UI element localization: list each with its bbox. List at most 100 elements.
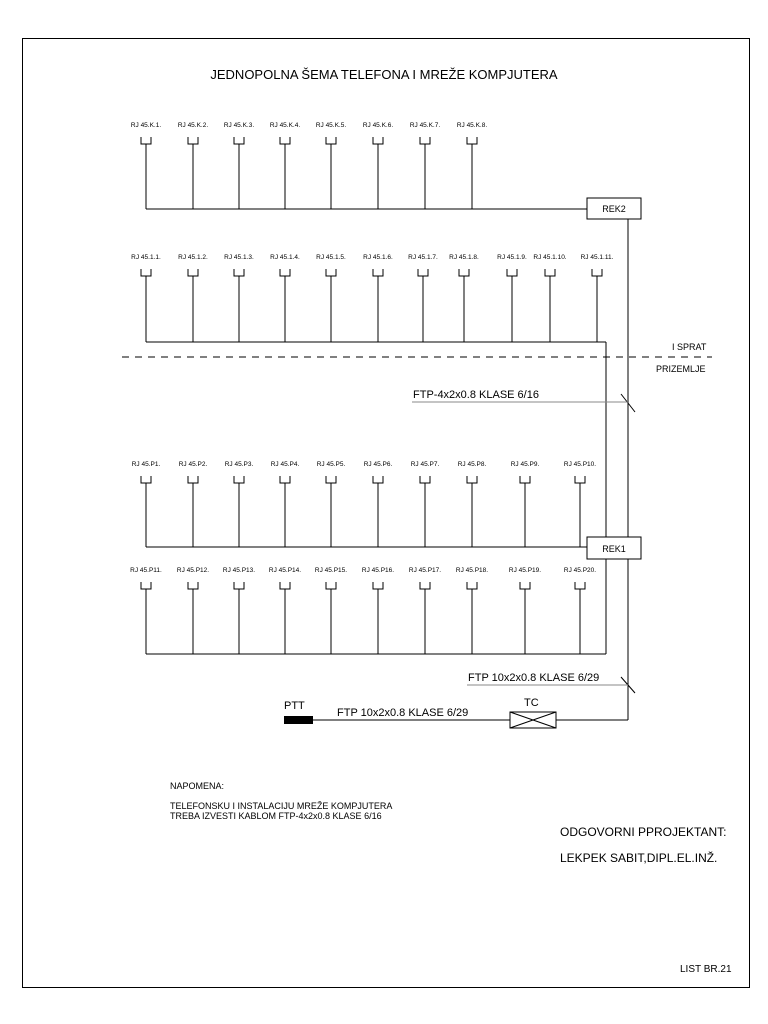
rj45-outlet-symbol bbox=[187, 269, 199, 277]
rj45-outlet-symbol bbox=[419, 582, 431, 590]
outlet-label: RJ 45.1.2. bbox=[178, 254, 208, 261]
outlet-label: RJ 45.1.10. bbox=[533, 254, 566, 261]
outlet-label: RJ 45.1.1. bbox=[131, 254, 161, 261]
rj45-outlet-symbol bbox=[419, 476, 431, 484]
rj45-outlet-symbol bbox=[187, 476, 199, 484]
ftp4x2-label: FTP-4x2x0.8 KLASE 6/16 bbox=[413, 389, 539, 401]
outlet-label: RJ 45.1.5. bbox=[316, 254, 346, 261]
rj45-outlet-symbol bbox=[591, 269, 603, 277]
floor-upper-label: I SPRAT bbox=[672, 342, 707, 352]
rj45-outlet-symbol bbox=[233, 269, 245, 277]
drawing-frame bbox=[22, 38, 750, 988]
rj45-outlet-symbol bbox=[233, 137, 245, 145]
outlet-label: RJ 45.P18. bbox=[456, 567, 488, 574]
rek2-box bbox=[586, 197, 642, 220]
outlet-label: RJ 45.K.2. bbox=[178, 122, 209, 129]
outlet-label: RJ 45.K.5. bbox=[316, 122, 347, 129]
outlet-label: RJ 45.1.9. bbox=[497, 254, 527, 261]
outlet-label: RJ 45.P12. bbox=[177, 567, 209, 574]
rj45-outlet-symbol bbox=[233, 476, 245, 484]
outlet-label: RJ 45.P8. bbox=[458, 461, 487, 468]
rj45-outlet-symbol bbox=[574, 582, 586, 590]
outlet-label: RJ 45.1.8. bbox=[449, 254, 479, 261]
rj45-outlet-symbol bbox=[325, 137, 337, 145]
rj45-outlet-symbol bbox=[279, 269, 291, 277]
outlet-label: RJ 45.P7. bbox=[411, 461, 440, 468]
rj45-outlet-symbol bbox=[574, 476, 586, 484]
outlet-label: RJ 45.P10. bbox=[564, 461, 596, 468]
outlet-label: RJ 45.P9. bbox=[511, 461, 540, 468]
schematic-title: JEDNOPOLNA ŠEMA TELEFONA I MREŽE KOMPJUT… bbox=[210, 67, 558, 82]
floor-lower-label: PRIZEMLJE bbox=[656, 364, 706, 374]
rj45-outlet-symbol bbox=[506, 269, 518, 277]
rj45-outlet-symbol bbox=[519, 476, 531, 484]
rj45-outlet-symbol bbox=[372, 269, 384, 277]
rj45-outlet-symbol bbox=[140, 476, 152, 484]
rj45-outlet-symbol bbox=[466, 476, 478, 484]
outlet-label: RJ 45.P11. bbox=[130, 567, 162, 574]
outlet-label: RJ 45.P13. bbox=[223, 567, 255, 574]
outlet-label: RJ 45.P1. bbox=[132, 461, 161, 468]
rj45-outlet-symbol bbox=[417, 269, 429, 277]
rj45-outlet-symbol bbox=[466, 582, 478, 590]
outlet-label: RJ 45.K.8. bbox=[457, 122, 488, 129]
sheet-number: LIST BR.21 bbox=[680, 964, 732, 975]
rj45-outlet-symbol bbox=[466, 137, 478, 145]
rj45-outlet-symbol bbox=[187, 582, 199, 590]
rj45-outlet-symbol bbox=[279, 476, 291, 484]
outlet-label: RJ 45.1.4. bbox=[270, 254, 300, 261]
note-heading: NAPOMENA: bbox=[170, 781, 225, 791]
ftp10x2-rek-label: FTP 10x2x0.8 KLASE 6/29 bbox=[468, 672, 599, 684]
outlet-label: RJ 45.P19. bbox=[509, 567, 541, 574]
rj45-outlet-symbol bbox=[325, 269, 337, 277]
outlet-label: RJ 45.K.1. bbox=[131, 122, 162, 129]
outlet-label: RJ 45.P17. bbox=[409, 567, 441, 574]
rj45-outlet-symbol bbox=[279, 137, 291, 145]
outlet-label: RJ 45.P5. bbox=[317, 461, 346, 468]
riser-tick-upper bbox=[620, 393, 636, 413]
tc-label: TC bbox=[524, 697, 539, 709]
outlet-label: RJ 45.P6. bbox=[364, 461, 393, 468]
note-line-2: TREBA IZVESTI KABLOM FTP-4x2x0.8 KLASE 6… bbox=[170, 811, 382, 821]
designer-name: LEKPEK SABIT,DIPL.EL.INŽ. bbox=[560, 851, 718, 865]
outlet-label: RJ 45.P2. bbox=[179, 461, 208, 468]
ptt-connector bbox=[284, 716, 313, 724]
rj45-outlet-symbol bbox=[140, 269, 152, 277]
rj45-outlet-symbol bbox=[140, 582, 152, 590]
outlet-label: RJ 45.K.4. bbox=[270, 122, 301, 129]
outlet-label: RJ 45.P4. bbox=[271, 461, 300, 468]
rek2-label: REK2 bbox=[602, 204, 626, 214]
outlet-label: RJ 45.P16. bbox=[362, 567, 394, 574]
rj45-outlet-symbol bbox=[519, 582, 531, 590]
outlet-rows: RJ 45.K.1. RJ 45.K.2. RJ 45.K.3. RJ 45.K.4.… bbox=[130, 122, 614, 655]
rek1-label: REK1 bbox=[602, 544, 626, 554]
tc-cross-b bbox=[509, 711, 557, 729]
rj45-outlet-symbol bbox=[372, 582, 384, 590]
rj45-outlet-symbol bbox=[140, 137, 152, 145]
ftp10x2-ptt-label: FTP 10x2x0.8 KLASE 6/29 bbox=[337, 707, 468, 719]
rj45-outlet-symbol bbox=[233, 582, 245, 590]
outlet-label: RJ 45.1.3. bbox=[224, 254, 254, 261]
outlet-label: RJ 45.P15. bbox=[315, 567, 347, 574]
outlet-label: RJ 45.1.11. bbox=[581, 254, 614, 261]
rj45-outlet-symbol bbox=[187, 137, 199, 145]
outlet-label: RJ 45.P14. bbox=[269, 567, 301, 574]
outlet-label: RJ 45.K.7. bbox=[410, 122, 441, 129]
outlet-label: RJ 45.K.6. bbox=[363, 122, 394, 129]
ptt-label: PTT bbox=[284, 700, 305, 712]
rj45-outlet-symbol bbox=[544, 269, 556, 277]
rj45-outlet-symbol bbox=[372, 476, 384, 484]
outlet-label: RJ 45.K.3. bbox=[224, 122, 255, 129]
rj45-outlet-symbol bbox=[279, 582, 291, 590]
rek1-box bbox=[586, 536, 642, 560]
rj45-outlet-symbol bbox=[325, 476, 337, 484]
rj45-outlet-symbol bbox=[372, 137, 384, 145]
outlet-label: RJ 45.P3. bbox=[225, 461, 254, 468]
rj45-outlet-symbol bbox=[458, 269, 470, 277]
outlet-label: RJ 45.1.7. bbox=[408, 254, 438, 261]
rj45-outlet-symbol bbox=[419, 137, 431, 145]
rj45-outlet-symbol bbox=[325, 582, 337, 590]
note-line-1: TELEFONSKU I INSTALACIJU MREŽE KOMPJUTER… bbox=[170, 801, 393, 811]
